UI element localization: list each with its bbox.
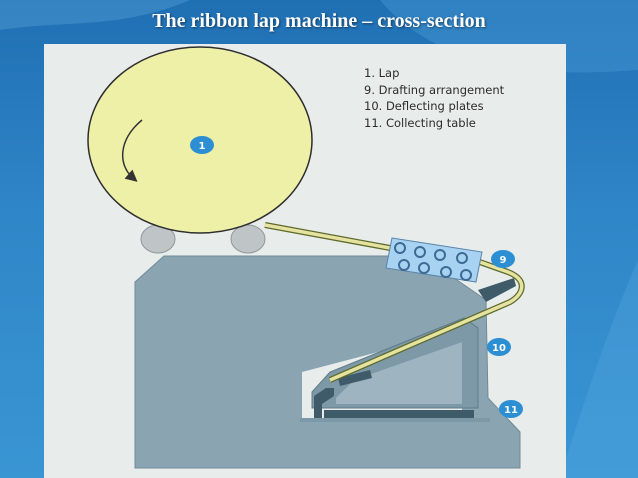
guide-fin xyxy=(478,278,516,302)
legend-item-lap: 1. Lap xyxy=(364,66,400,80)
diagram-legend: 1. Lap 9. Drafting arrangement 10. Defle… xyxy=(364,65,504,131)
legend-item-deflecting: 10. Deflecting plates xyxy=(364,99,484,113)
callout-drafting: 9 xyxy=(491,250,515,268)
rotation-arrow-icon xyxy=(121,119,143,182)
deflector-lip xyxy=(338,370,372,386)
callout-lap: 1 xyxy=(190,136,214,154)
lap-roller-right xyxy=(230,224,266,254)
legend-item-collecting: 11. Collecting table xyxy=(364,115,476,130)
svg-text:9: 9 xyxy=(500,255,507,266)
legend-item-drafting: 9. Drafting arrangement xyxy=(364,82,505,97)
table-base xyxy=(300,418,490,422)
callout-deflecting: 10 xyxy=(487,338,511,356)
sheet-path-fill xyxy=(264,223,524,382)
deflecting-plate-light xyxy=(336,342,462,404)
svg-text:1: 1 xyxy=(199,141,206,152)
callout-table: 11 xyxy=(499,400,523,418)
svg-text:11: 11 xyxy=(504,405,518,416)
side-post xyxy=(314,388,334,418)
svg-text:10: 10 xyxy=(492,343,506,354)
drafting-rollers xyxy=(394,242,472,281)
drafting-arrangement xyxy=(385,237,483,283)
slide-title: The ribbon lap machine – cross-section xyxy=(152,10,486,32)
collecting-table xyxy=(324,410,474,419)
